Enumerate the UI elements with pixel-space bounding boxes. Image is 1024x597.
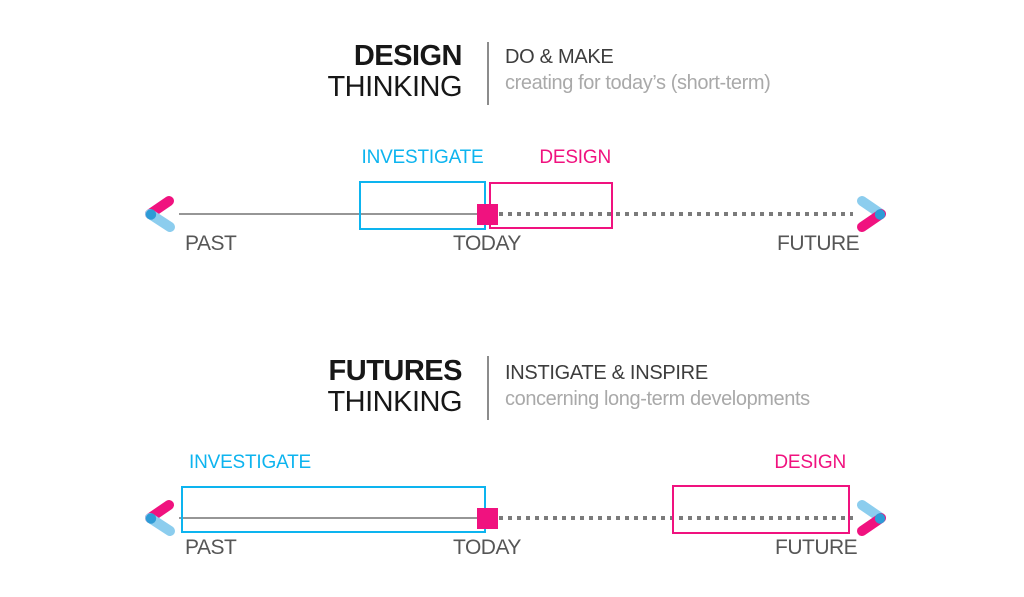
title-line2: THINKING <box>327 386 462 418</box>
timeline-past-line <box>179 213 478 215</box>
past-arrow-icon <box>145 196 175 232</box>
today-label: TODAY <box>453 536 521 559</box>
investigate-box <box>359 181 486 230</box>
future-label: FUTURE <box>775 536 858 559</box>
design-label: DESIGN <box>539 147 611 168</box>
design-label: DESIGN <box>774 452 846 473</box>
investigate-label: INVESTIGATE <box>361 147 484 168</box>
title-line2: THINKING <box>327 71 462 103</box>
timeline-future-dotted-line <box>499 212 853 216</box>
design-box <box>489 182 613 229</box>
today-marker <box>477 508 498 529</box>
today-label: TODAY <box>453 232 521 255</box>
title-line1: FUTURES <box>328 355 463 387</box>
past-arrow-icon <box>145 500 175 536</box>
design-thinking-description: DO & MAKE creating for today’s (short-te… <box>505 45 771 95</box>
timeline-future-dotted-line <box>499 516 853 520</box>
title-line1: DESIGN <box>353 40 463 72</box>
past-label: PAST <box>185 536 237 559</box>
future-arrow-icon <box>857 196 886 232</box>
today-marker <box>477 204 498 225</box>
investigate-box <box>181 486 486 533</box>
timeline-past-line <box>179 517 478 519</box>
tagline: DO & MAKE <box>505 46 614 68</box>
tagline: INSTIGATE & INSPIRE <box>505 362 708 384</box>
futures-thinking-title: FUTURES THINKING <box>230 356 462 418</box>
future-arrow-icon <box>857 500 886 536</box>
subtitle: concerning long-term developments <box>505 388 810 410</box>
futures-thinking-description: INSTIGATE & INSPIRE concerning long-term… <box>505 361 810 411</box>
subtitle: creating for today’s (short-term) <box>505 72 771 94</box>
header-divider <box>487 42 489 105</box>
header-divider <box>487 356 489 420</box>
investigate-label: INVESTIGATE <box>189 452 312 473</box>
future-label: FUTURE <box>777 232 860 255</box>
design-thinking-title: DESIGN THINKING <box>230 41 462 103</box>
past-label: PAST <box>185 232 237 255</box>
design-box <box>672 485 850 534</box>
